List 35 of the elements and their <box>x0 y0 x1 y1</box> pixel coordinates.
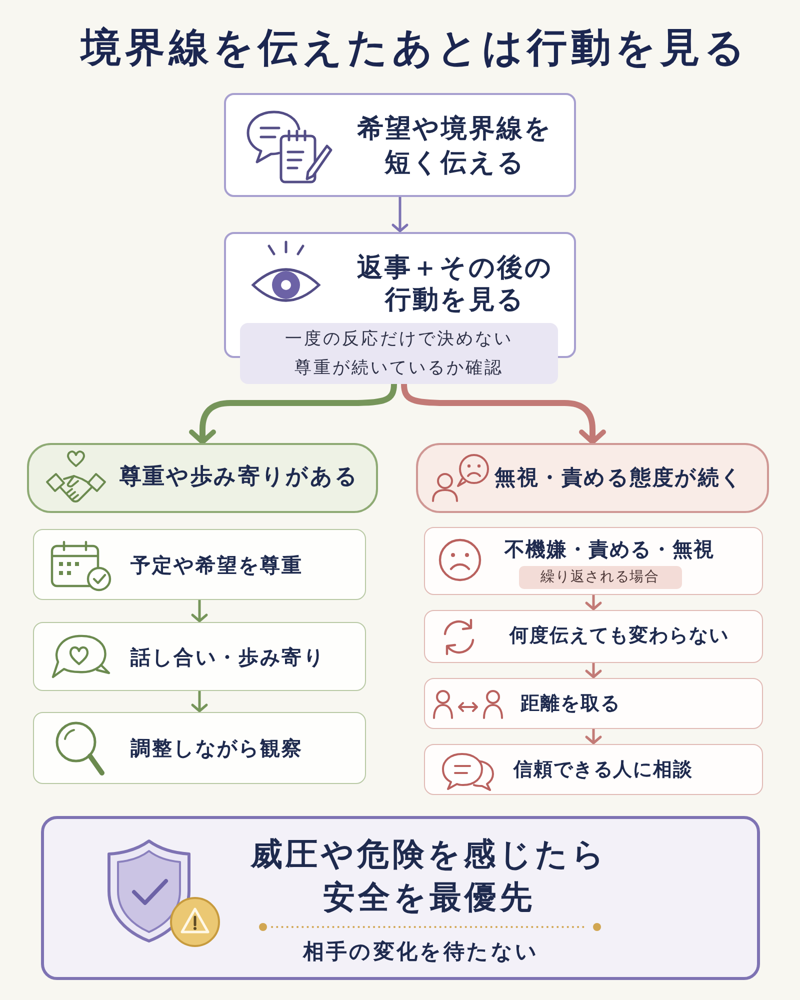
note-band: 一度の反応だけで決めない尊重が続いているか確認 <box>240 323 558 384</box>
arrow <box>392 197 408 232</box>
step-text: 何度伝えても変わらない <box>510 623 729 648</box>
arrow <box>191 600 208 622</box>
arrow <box>401 384 606 444</box>
step-text: 不機嫌・責める・無視 <box>504 536 714 562</box>
step-box <box>424 610 763 663</box>
step-box <box>33 529 366 600</box>
warning-panel <box>41 816 760 980</box>
title: 境界線を伝えたあとは行動を見る <box>81 24 749 72</box>
branch-heading: 尊重や歩み寄りがある <box>119 464 359 492</box>
step-text: 予定や希望を尊重 <box>130 552 304 578</box>
branch-box <box>416 443 769 513</box>
step-text: 距離を取る <box>520 691 620 716</box>
step-box <box>224 93 576 197</box>
step-box <box>424 527 763 595</box>
alert-heading: 威圧や危険を感じたら安全を最優先 <box>249 834 608 918</box>
alert-text: 相手の変化を待たない <box>303 938 539 966</box>
arrow <box>189 384 397 444</box>
step-box <box>33 622 366 691</box>
step-box <box>424 744 763 795</box>
arrow <box>585 663 602 678</box>
step-text: 希望や境界線を短く伝える <box>356 113 554 180</box>
step-box <box>424 678 763 729</box>
arrow <box>191 691 208 712</box>
arrow <box>585 729 602 744</box>
step-text: 話し合い・歩み寄り <box>130 644 325 670</box>
arrow <box>585 595 602 610</box>
branch-heading: 無視・責める態度が続く <box>494 464 744 492</box>
branch-box <box>27 443 378 513</box>
tag-pill: 繰り返される場合 <box>518 566 682 588</box>
step-text: 返事＋その後の行動を見る <box>356 252 554 316</box>
step-box <box>33 712 366 784</box>
step-text: 調整しながら観察 <box>130 734 304 760</box>
step-text: 信頼できる人に相談 <box>514 757 694 782</box>
